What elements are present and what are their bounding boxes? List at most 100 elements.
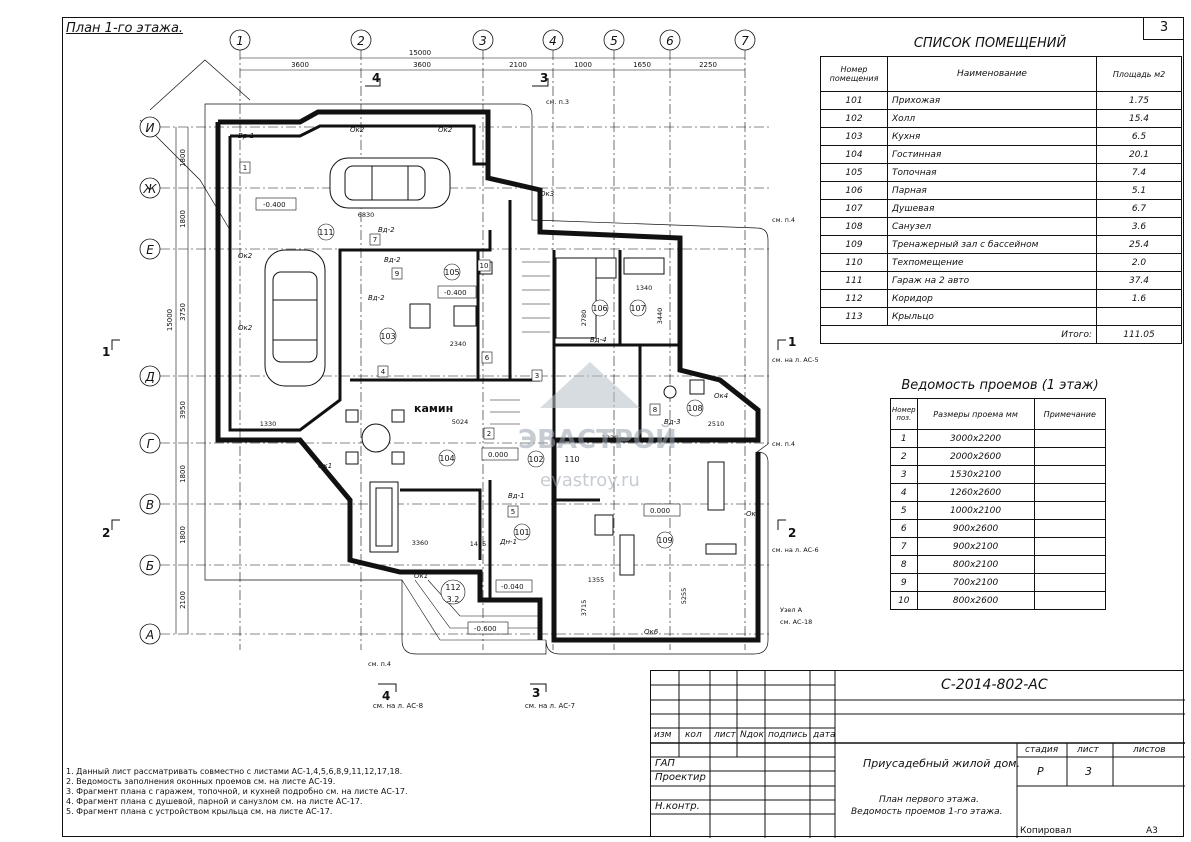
- axis-label-b: Б: [146, 559, 154, 573]
- door-vd2-a: Вд-2: [378, 226, 395, 234]
- dim-1455: 1455: [470, 540, 487, 548]
- axis-label-4: 4: [549, 34, 557, 48]
- porch-steps: [401, 579, 546, 641]
- axis-label-d: Д: [144, 370, 154, 384]
- note-5: 5. Фрагмент плана с устройством крыльца …: [66, 807, 333, 816]
- format-label: А3: [1146, 826, 1158, 836]
- note-3: 3. Фрагмент плана с гаражем, топочной, и…: [66, 787, 408, 796]
- door-dn1: Дн-1: [499, 538, 517, 546]
- section-mark-left-2: 2: [102, 526, 110, 540]
- rooms-table-title: СПИСОК ПОМЕЩЕНИЙ: [913, 36, 1067, 51]
- see-p4-top: см. п.4: [772, 216, 795, 224]
- window-ok4: Ок4: [714, 392, 728, 400]
- openings-table-title: Ведомость проемов (1 этаж): [901, 378, 1099, 393]
- openings-header-size: Размеры проема мм: [916, 398, 1035, 430]
- dim-3360: 3360: [412, 539, 429, 547]
- see-p4-bottom: см. п.4: [368, 660, 391, 668]
- sofa-icon: [369, 481, 399, 553]
- dim-top-seg-5: 1650: [633, 61, 651, 69]
- dim-1340: 1340: [636, 284, 653, 292]
- exterior-wall-west: [215, 122, 543, 640]
- openings-header-number: Номер поз.: [890, 398, 918, 430]
- dim-5020: 5024: [452, 418, 469, 426]
- opening-tag-4: 4: [381, 368, 386, 376]
- dim-2510: 2510: [708, 420, 725, 428]
- ref-ac8: см. на л. АС-8: [372, 702, 424, 710]
- dim-2780: 2780: [580, 310, 588, 327]
- ref-ac6: см. на л. АС-6: [772, 546, 819, 554]
- stove-icon: [409, 261, 493, 329]
- col-list: лист: [714, 730, 736, 740]
- stairs-icon: [490, 261, 550, 425]
- axis-label-a: А: [145, 628, 154, 642]
- role-proektir: Проектир: [655, 772, 706, 783]
- dim-top-seg-4: 1000: [574, 61, 592, 69]
- watermark-url: evastroy.ru: [540, 470, 640, 491]
- project-name: Приусадебный жилой дом.: [863, 757, 1020, 770]
- window-ok5: Ок5: [746, 510, 761, 518]
- axis-label-7: 7: [741, 34, 749, 48]
- dim-top-seg-3: 2100: [509, 61, 527, 69]
- sheet-value: 3: [1085, 765, 1092, 778]
- room-106: 106: [592, 304, 607, 313]
- exterior-wall-east: [218, 109, 761, 643]
- sheets-label: листов: [1133, 745, 1166, 755]
- dim-left-seg-1: 1800: [179, 149, 187, 167]
- dim-top-seg-2: 3600: [413, 61, 431, 69]
- level-kitchen: -0.400: [444, 289, 467, 297]
- section-mark-right-2: 2: [788, 526, 796, 540]
- col-podpis: подпись: [768, 730, 808, 740]
- col-data: дата: [813, 730, 836, 740]
- axis-label-g: Г: [147, 437, 155, 451]
- dim-left-seg-4: 3950: [179, 401, 187, 419]
- ref-ac18: см. АС-18: [780, 618, 812, 626]
- room-109: 109: [657, 536, 672, 545]
- window-ok1-a: Ок1: [318, 462, 332, 470]
- opening-tag-5: 5: [511, 508, 515, 516]
- section-mark-bottom-3: 3: [532, 686, 541, 700]
- room-108: 108: [687, 404, 702, 413]
- plan-title: План 1-го этажа.: [66, 21, 184, 36]
- opening-tag-1: 1: [243, 164, 247, 172]
- level-porch: -0.040: [501, 583, 524, 591]
- dim-3440: 3440: [656, 308, 664, 325]
- opening-tag-10: 10: [480, 262, 489, 270]
- openings-table: Номер поз. Размеры проема мм Примечание …: [890, 398, 1107, 610]
- room-110: 110: [564, 455, 579, 464]
- dim-left-seg-7: 2100: [179, 591, 187, 609]
- col-kol: кол: [685, 730, 702, 740]
- rooms-table: Номер помещения Наименование Площадь м2 …: [820, 56, 1182, 344]
- table-total-row: Итого: 111.05: [820, 325, 1182, 344]
- see-p4-mid: см. п.4: [772, 440, 795, 448]
- axis-label-e: Е: [146, 243, 154, 257]
- dim-3715: 3715: [580, 600, 588, 617]
- note-2: 2. Ведомость заполнения оконных проемов …: [66, 777, 336, 786]
- room-112-area: 3.2: [447, 595, 460, 604]
- dim-1355: 1355: [588, 576, 605, 584]
- section-mark-left-1: 1: [102, 345, 110, 359]
- room-103: 103: [380, 332, 395, 341]
- watermark-brand: ЭВАСТРОЙ: [518, 423, 677, 455]
- dim-6830: 6830: [358, 211, 375, 219]
- watermark: ЭВАСТРОЙ evastroy.ru: [518, 362, 677, 491]
- copy-label: Копировал: [1020, 826, 1072, 836]
- dim-top-total: 15000: [409, 49, 431, 57]
- window-ok3: Ок3: [540, 190, 554, 198]
- door-vd2-c: Вд-2: [368, 294, 385, 302]
- axis-label-1: 1: [236, 34, 244, 48]
- section-mark-right-1: 1: [788, 335, 796, 349]
- car-top-icon: [329, 157, 451, 209]
- car-left-icon: [264, 249, 326, 387]
- room-111: 111: [318, 228, 333, 237]
- axis-label-5: 5: [610, 34, 618, 48]
- dim-left-seg-3: 3750: [179, 303, 187, 321]
